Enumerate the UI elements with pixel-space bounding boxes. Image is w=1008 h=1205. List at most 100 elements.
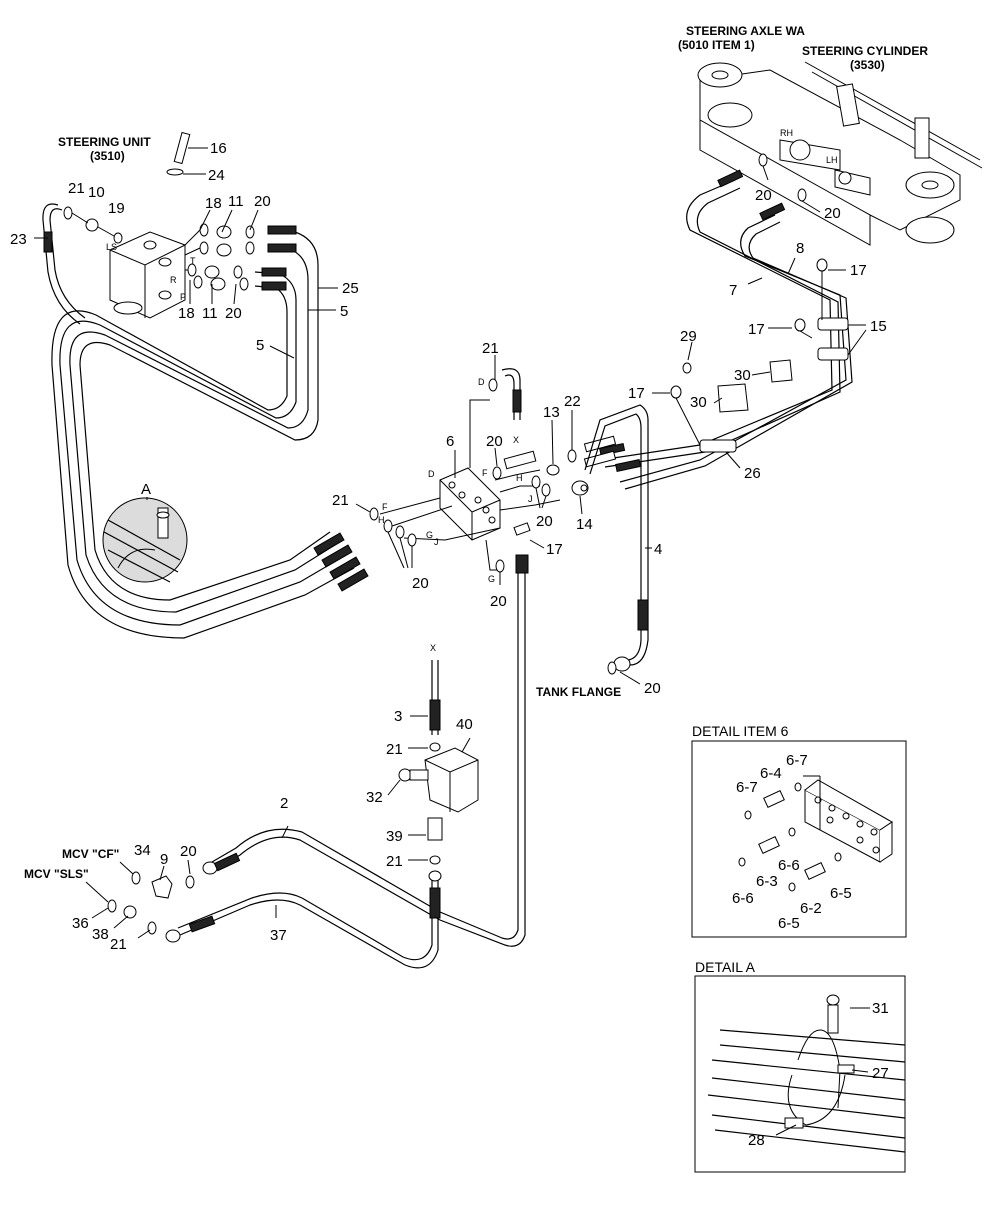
detail-a-title: DETAIL A — [695, 959, 756, 975]
port-label-x2: X — [430, 643, 436, 653]
label-6-5: 6-5 — [830, 885, 852, 902]
port-label-g1: G — [426, 530, 433, 540]
leader-lines — [34, 147, 870, 1136]
label-22: 22 — [564, 393, 581, 410]
steering-unit — [109, 131, 191, 319]
port-label-j2: J — [528, 494, 533, 504]
detail-item6-title: DETAIL ITEM 6 — [692, 723, 789, 739]
label-24: 24 — [208, 167, 225, 184]
label-20: 20 — [180, 843, 197, 860]
clamps — [670, 258, 849, 453]
caption-steering-axle-1: STEERING AXLE WA — [686, 24, 805, 38]
label-25: 25 — [342, 280, 359, 297]
label-20: 20 — [412, 575, 429, 592]
label-30: 30 — [690, 394, 707, 411]
label-20: 20 — [490, 593, 507, 610]
label-7: 7 — [729, 282, 737, 299]
label-36: 36 — [72, 915, 89, 932]
label-40: 40 — [456, 716, 473, 733]
port-label-h1: H — [378, 515, 385, 525]
hose-23 — [42, 203, 86, 325]
caption-mcv-sls: MCV "SLS" — [24, 867, 89, 881]
label-21: 21 — [110, 936, 127, 953]
port-label-j1: J — [434, 537, 439, 547]
label-16: 16 — [210, 140, 227, 157]
port-label-f2: F — [482, 468, 488, 478]
caption-steering-axle-2: (5010 ITEM 1) — [678, 38, 755, 52]
label-18: 18 — [178, 305, 195, 322]
port-label-rh: RH — [780, 128, 793, 138]
caption-tank-flange: TANK FLANGE — [536, 685, 621, 699]
hose-37 — [165, 880, 441, 969]
label-5: 5 — [256, 337, 264, 354]
label-32: 32 — [366, 789, 383, 806]
label-20: 20 — [824, 205, 841, 222]
label-20: 20 — [755, 187, 772, 204]
callout-a-label: A — [141, 481, 151, 498]
label-11: 11 — [202, 305, 218, 322]
label-21: 21 — [386, 853, 403, 870]
label-29: 29 — [680, 328, 697, 345]
label-4: 4 — [654, 541, 662, 558]
label-6-6: 6-6 — [778, 857, 800, 874]
label-20: 20 — [644, 680, 661, 697]
port-leaders — [369, 378, 577, 573]
label-5: 5 — [340, 303, 348, 320]
caption-steering-unit-1: STEERING UNIT — [58, 135, 151, 149]
hose-4 — [584, 404, 649, 675]
hoses-7-8 — [599, 169, 853, 490]
port-label-g2: G — [488, 574, 495, 584]
label-11: 11 — [228, 193, 244, 210]
label-6-5: 6-5 — [778, 915, 800, 932]
label-6-4: 6-4 — [760, 765, 782, 782]
label-23: 23 — [10, 231, 27, 248]
detail-item-6-panel — [691, 740, 907, 938]
valve-block-6 — [439, 467, 501, 541]
port-label-t: T — [190, 256, 196, 266]
label-21: 21 — [482, 340, 499, 357]
hose-2 — [202, 554, 529, 947]
port-label-x1: X — [513, 435, 519, 445]
label-17: 17 — [628, 385, 645, 402]
detail-a-panel — [694, 975, 906, 1173]
label-30: 30 — [734, 367, 751, 384]
part-number-labels: 16 24 21 10 19 23 18 11 20 18 11 20 25 5… — [10, 140, 889, 1149]
port-label-d2: D — [478, 377, 485, 387]
label-6: 6 — [446, 433, 454, 450]
label-18: 18 — [205, 195, 222, 212]
detail-a-callout — [102, 497, 188, 583]
label-38: 38 — [92, 926, 109, 943]
caption-steering-cylinder-2: (3530) — [850, 58, 885, 72]
label-6-7: 6-7 — [786, 752, 808, 769]
label-3: 3 — [394, 708, 402, 725]
label-21: 21 — [68, 180, 85, 197]
label-27: 27 — [872, 1065, 889, 1082]
steering-axle-assembly — [697, 61, 983, 246]
label-9: 9 — [160, 851, 168, 868]
label-31: 31 — [872, 1000, 889, 1017]
label-6-6: 6-6 — [732, 890, 754, 907]
port-label-f1: F — [382, 502, 388, 512]
label-21: 21 — [332, 492, 349, 509]
label-13: 13 — [543, 404, 560, 421]
caption-steering-cylinder-1: STEERING CYLINDER — [802, 44, 928, 58]
port-label-p: P — [180, 292, 186, 302]
label-19: 19 — [108, 200, 125, 217]
label-26: 26 — [744, 465, 761, 482]
label-6-3: 6-3 — [756, 873, 778, 890]
hoses-5-25 — [51, 225, 369, 639]
port-label-d1: D — [428, 469, 435, 479]
label-15: 15 — [870, 318, 887, 335]
unit-fittings — [184, 223, 255, 291]
caption-mcv-cf: MCV "CF" — [62, 847, 119, 861]
caption-steering-unit-2: (3510) — [90, 149, 125, 163]
port-label-h2: H — [516, 473, 523, 483]
label-17: 17 — [850, 262, 867, 279]
label-10: 10 — [88, 184, 105, 201]
label-20: 20 — [225, 305, 242, 322]
port-label-lh: LH — [826, 155, 838, 165]
port-label-r: R — [170, 275, 177, 285]
label-8: 8 — [796, 240, 804, 257]
label-39: 39 — [386, 828, 403, 845]
